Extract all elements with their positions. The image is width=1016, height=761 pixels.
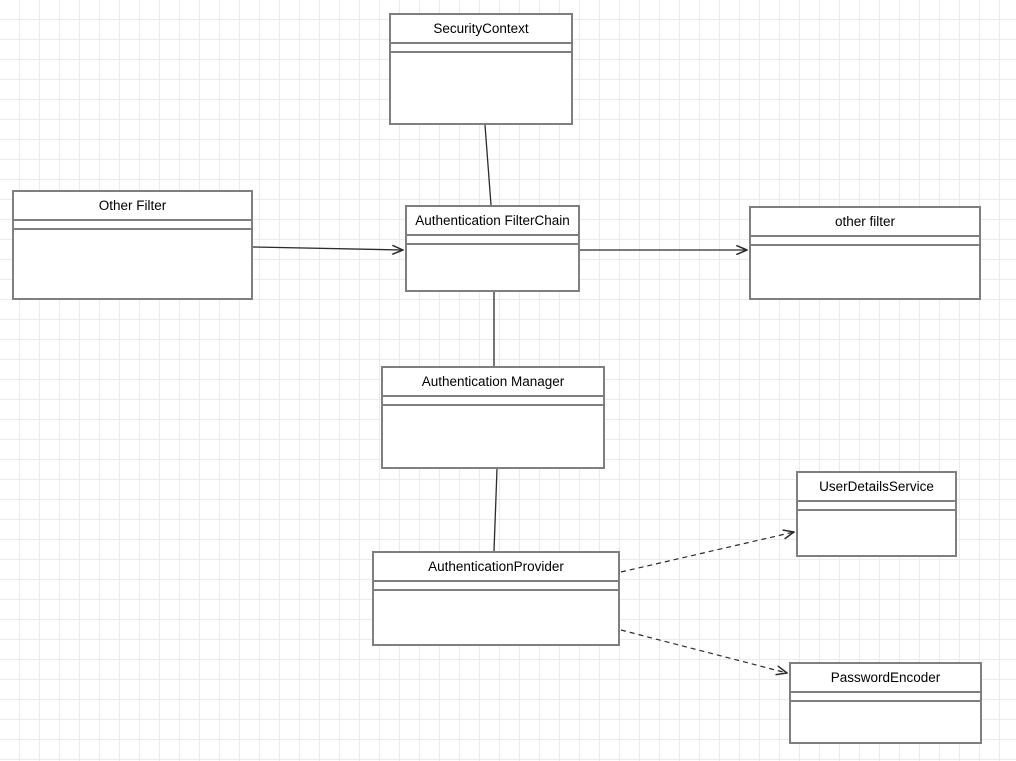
uml-class-title: SecurityContext (391, 15, 571, 44)
uml-class-authentication-provider[interactable]: AuthenticationProvider (372, 551, 620, 646)
uml-class-title: PasswordEncoder (791, 664, 980, 693)
uml-operations-compartment (391, 52, 571, 123)
uml-class-title: Other Filter (14, 192, 251, 221)
uml-operations-compartment (407, 244, 578, 290)
uml-operations-compartment (14, 229, 251, 298)
uml-attributes-compartment (407, 235, 578, 245)
edge-securitycontext-filterchain[interactable] (484, 124, 492, 206)
uml-class-other-filter-right[interactable]: other filter (749, 206, 981, 300)
edge-provider-userdetailsservice[interactable] (620, 529, 795, 573)
uml-operations-compartment (751, 245, 979, 298)
uml-class-authentication-filterchain[interactable]: Authentication FilterChain (405, 205, 580, 292)
uml-class-title: other filter (751, 208, 979, 237)
uml-class-other-filter-left[interactable]: Other Filter (12, 190, 253, 300)
uml-attributes-compartment (374, 581, 618, 591)
uml-operations-compartment (374, 590, 618, 644)
uml-operations-compartment (791, 701, 980, 742)
uml-class-password-encoder[interactable]: PasswordEncoder (789, 662, 982, 744)
uml-class-title: Authentication Manager (383, 368, 603, 397)
uml-operations-compartment (383, 405, 603, 467)
uml-class-title: UserDetailsService (798, 473, 955, 502)
uml-attributes-compartment (798, 501, 955, 511)
uml-attributes-compartment (791, 692, 980, 702)
uml-attributes-compartment (14, 220, 251, 230)
uml-operations-compartment (798, 510, 955, 555)
edge-manager-provider[interactable] (493, 468, 498, 552)
uml-attributes-compartment (751, 236, 979, 246)
uml-class-title: AuthenticationProvider (374, 553, 618, 582)
edge-otherfilter-filterchain[interactable] (252, 244, 404, 255)
edge-filterchain-otherfilter[interactable] (580, 244, 748, 256)
uml-class-title: Authentication FilterChain (407, 207, 578, 236)
uml-class-security-context[interactable]: SecurityContext (389, 13, 573, 125)
uml-attributes-compartment (391, 43, 571, 53)
uml-class-user-details-service[interactable]: UserDetailsService (796, 471, 957, 557)
uml-attributes-compartment (383, 396, 603, 406)
uml-class-authentication-manager[interactable]: Authentication Manager (381, 366, 605, 469)
edge-provider-passwordencoder[interactable] (620, 629, 788, 676)
